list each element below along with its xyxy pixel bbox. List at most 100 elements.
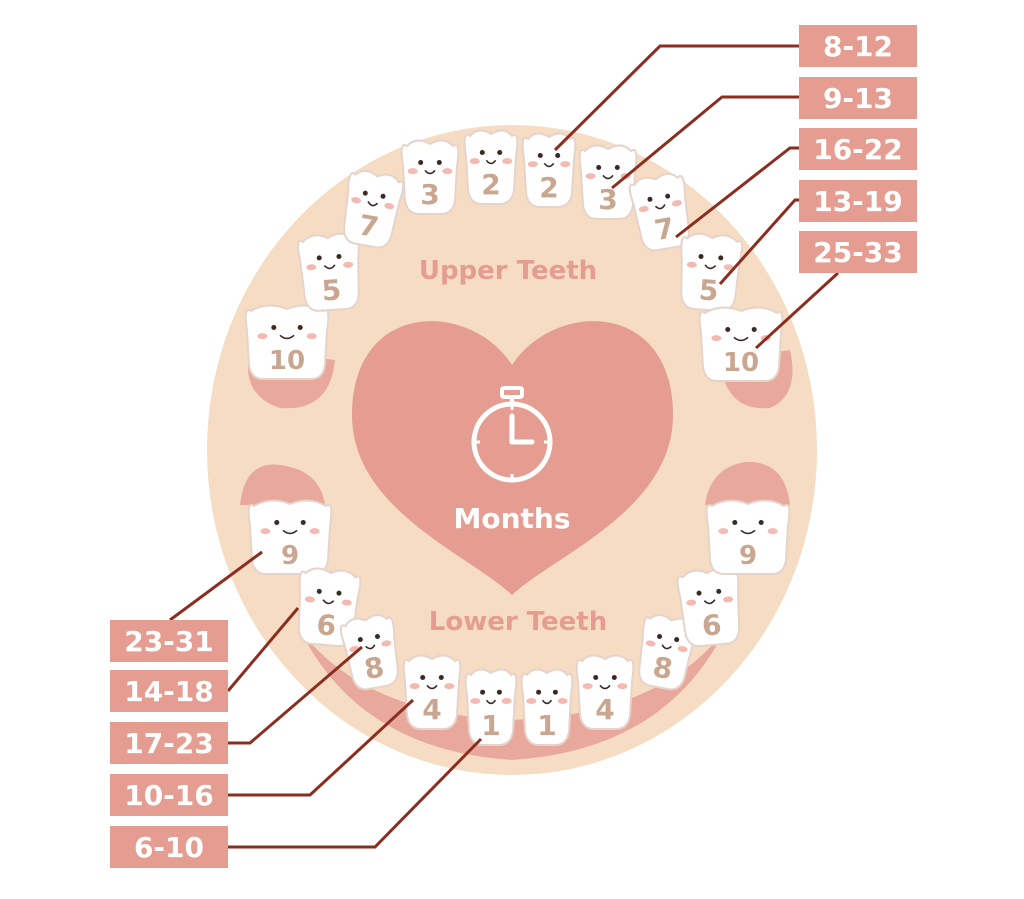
lower-tooth-8: 8 <box>638 613 698 691</box>
tooth-shape <box>297 232 360 312</box>
tooth-eye <box>611 675 617 681</box>
tooth-cheek <box>526 698 537 704</box>
tooth-shape <box>339 613 399 691</box>
tooth-eye <box>593 675 599 681</box>
age-label-text: 8-12 <box>823 30 893 63</box>
tooth-cheek <box>469 158 480 165</box>
upper-age-label: 9-13 <box>799 77 917 119</box>
upper-age-label: 13-19 <box>799 180 917 222</box>
center-label: Months <box>453 502 570 535</box>
tooth-eye <box>316 255 322 261</box>
upper-teeth-title: Upper Teeth <box>419 256 597 286</box>
upper-tooth-6: 2 <box>521 132 577 208</box>
tooth-eye <box>300 520 306 526</box>
tooth-eye <box>758 520 764 526</box>
upper-tooth-10: 10 <box>698 306 784 382</box>
age-label-box <box>799 77 917 119</box>
tooth-number: 6 <box>701 608 723 643</box>
tooth-number: 5 <box>321 273 343 307</box>
age-label-box <box>799 180 917 222</box>
tooth-eye <box>380 193 386 199</box>
tooth-eye <box>696 590 702 596</box>
age-label-box <box>110 620 228 662</box>
tooth-cheek <box>384 202 395 210</box>
lower-left-gum <box>240 464 325 505</box>
upper-leader-line <box>675 146 799 239</box>
tooth-eye <box>537 153 543 159</box>
age-label-text: 9-13 <box>823 82 893 115</box>
lower-right-gum <box>705 461 790 505</box>
tooth-cheek <box>671 200 682 207</box>
tooth-mouth <box>541 699 553 705</box>
tooth-mouth <box>485 699 497 705</box>
tooth-number: 2 <box>539 171 558 204</box>
tooth-eye <box>596 165 602 171</box>
tooth-mouth <box>323 264 336 270</box>
tooth-shape <box>402 654 462 730</box>
tooth-shape <box>343 169 405 249</box>
tooth-cheek <box>677 645 688 653</box>
tooth-shape <box>638 613 698 691</box>
upper-age-label: 16-22 <box>799 128 917 170</box>
age-label-box <box>799 25 917 67</box>
tooth-shape <box>575 654 635 730</box>
tooth-eye <box>316 588 322 594</box>
tooth-number: 2 <box>481 168 500 201</box>
tooth-mouth <box>426 684 438 690</box>
tooth-eye <box>725 327 731 333</box>
tooth-cheek <box>711 335 722 342</box>
upper-leader-line <box>754 271 840 350</box>
tooth-eye <box>552 689 558 695</box>
tooth-cheek <box>638 205 649 213</box>
tooth-cheek <box>718 528 729 535</box>
leader-lines <box>169 44 840 849</box>
tooth-cheek <box>381 640 392 647</box>
tooth-cheek <box>502 158 513 165</box>
tooth-shape <box>464 668 518 746</box>
age-label-text: 6-10 <box>134 831 204 864</box>
lower-age-label: 10-16 <box>110 774 228 816</box>
age-label-text: 16-22 <box>813 133 903 166</box>
tooth-number: 1 <box>481 709 500 742</box>
upper-tooth-1: 10 <box>244 304 330 380</box>
upper-tooth-2: 5 <box>297 232 360 312</box>
age-label-box <box>110 670 228 712</box>
tooth-mouth <box>279 334 295 340</box>
lower-leader-line <box>226 607 300 692</box>
tooth-eye <box>497 150 503 156</box>
tooth-eye <box>438 675 444 681</box>
lower-leader-line <box>228 698 415 797</box>
tooth-eye <box>374 634 380 640</box>
upper-tooth-8: 7 <box>628 172 690 252</box>
tooth-eye <box>674 637 680 643</box>
tooth-cheek <box>444 683 455 690</box>
tooth-number: 9 <box>281 541 299 571</box>
tooth-eye <box>716 588 722 594</box>
tooth-shape <box>521 132 577 208</box>
lower-leader-line <box>228 737 483 849</box>
tooth-eye <box>718 255 724 261</box>
age-label-box <box>110 722 228 764</box>
tooth-number: 5 <box>698 273 720 307</box>
age-label-text: 13-19 <box>813 185 903 218</box>
tooth-number: 10 <box>269 346 305 376</box>
tooth-cheek <box>617 683 628 690</box>
age-label-box <box>799 231 917 273</box>
lower-age-label: 14-18 <box>110 670 228 712</box>
upper-tooth-4: 3 <box>400 139 460 215</box>
tooth-eye <box>362 190 368 196</box>
age-label-text: 25-33 <box>813 236 903 269</box>
tooth-eye <box>698 254 704 260</box>
lower-tooth-9: 6 <box>676 567 741 648</box>
lower-leader-line <box>169 550 263 622</box>
tooth-shape <box>400 139 460 215</box>
tooth-mouth <box>733 336 749 342</box>
lower-tooth-5: 1 <box>464 668 518 746</box>
lower-leader-line <box>228 645 363 745</box>
lower-tooth-3: 8 <box>339 613 399 691</box>
age-label-text: 23-31 <box>124 625 214 658</box>
tooth-mouth <box>740 529 756 535</box>
tooth-mouth <box>661 644 672 650</box>
